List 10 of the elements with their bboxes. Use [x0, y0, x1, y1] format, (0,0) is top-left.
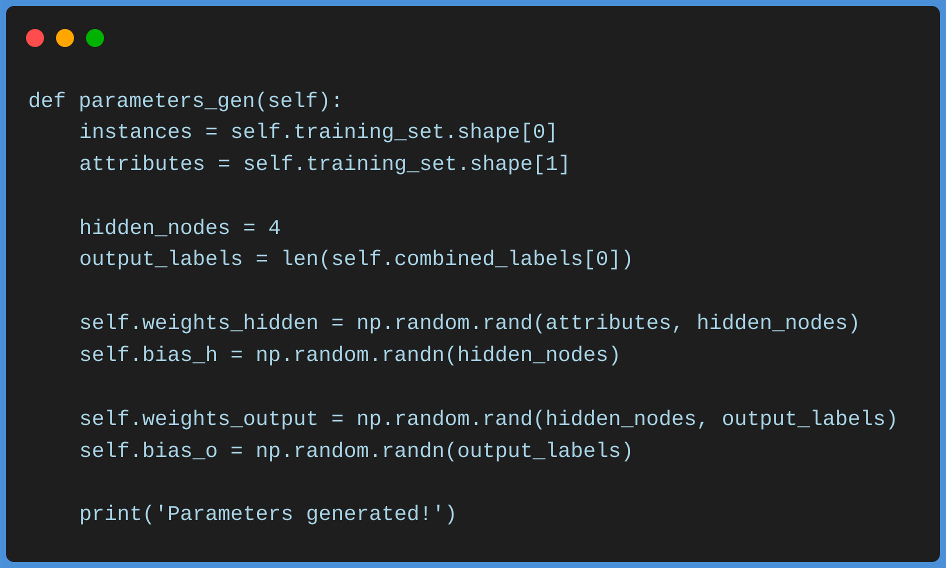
code-line: output_labels = len(self.combined_labels[0]) [80, 250, 630, 270]
code-line: instances = self.training_set.shape[0] [80, 122, 554, 142]
code-line: self.weights_output = np.random.rand(hidden_nodes, output_labels) [80, 410, 895, 430]
code-line: attributes = self.training_set.shape[1] [80, 154, 566, 174]
code-line: self.weights_hidden = np.random.rand(attributes, hidden_nodes) [80, 314, 857, 334]
code-line: def parameters_gen(self): [30, 92, 338, 112]
code-line: self.bias_o = np.random.randn(output_labels) [80, 442, 630, 462]
code-line: print('Parameters generated!') [81, 504, 454, 524]
code-line: self.bias_h = np.random.randn(hidden_nodes) [80, 346, 618, 366]
code-line: hidden_nodes = 4 [81, 218, 280, 236]
